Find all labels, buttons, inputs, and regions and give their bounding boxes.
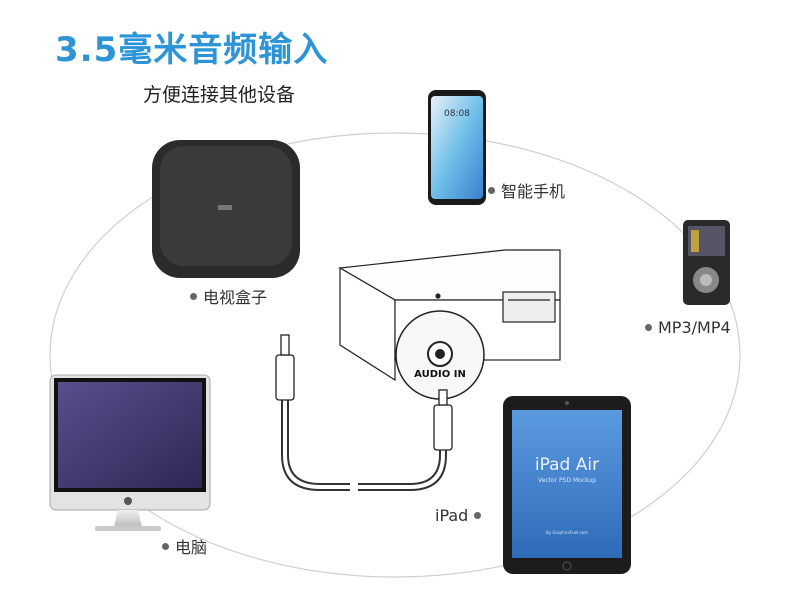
audio-in-label: AUDIO IN: [414, 369, 466, 380]
aux-plug-right: [433, 389, 453, 451]
aux-cable: [281, 400, 447, 491]
label-tvbox: 电视盒子: [190, 284, 267, 308]
ipad-screen-credit: By GraphicsFuel.com: [545, 530, 589, 535]
label-mp3: MP3/MP4: [645, 318, 731, 337]
label-tvbox-text: 电视盒子: [203, 288, 268, 307]
label-mp3-text: MP3/MP4: [658, 318, 731, 337]
smartphone-image: 08:08: [428, 90, 486, 205]
label-smartphone: 智能手机: [488, 178, 565, 202]
label-ipad-text: iPad: [435, 506, 469, 525]
bullet-dot-icon: [162, 542, 169, 550]
bullet-dot-icon: [190, 292, 197, 300]
connection-ring: [49, 132, 741, 578]
label-computer-text: 电脑: [175, 538, 208, 557]
bullet-dot-icon: [474, 512, 482, 519]
bullet-dot-icon: [645, 324, 652, 331]
ipad-screen-subtitle: Vector PSD Mockup: [537, 477, 597, 484]
label-computer: 电脑: [162, 534, 207, 558]
label-ipad: iPad: [435, 506, 482, 525]
phone-time: 08:08: [444, 109, 470, 119]
aux-plug-left: [275, 334, 295, 401]
tv-box-image: [152, 140, 300, 278]
page-subtitle: 方便连接其他设备: [143, 84, 296, 106]
ipad-image: [503, 396, 631, 574]
mp3-player-image: [683, 220, 730, 305]
ipad-screen-title: iPad Air: [534, 455, 600, 475]
computer-image: [49, 374, 211, 531]
label-smartphone-text: 智能手机: [501, 182, 566, 201]
page-title: 3.5毫米音频输入: [55, 30, 329, 70]
bullet-dot-icon: [488, 186, 495, 194]
audio-in-callout: [395, 310, 485, 400]
